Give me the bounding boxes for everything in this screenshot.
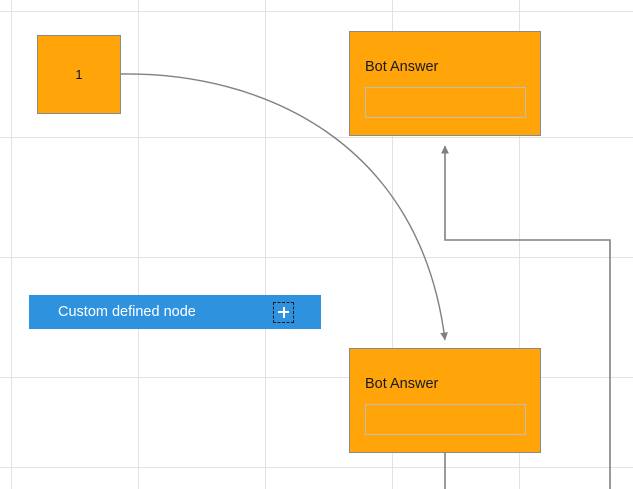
node-bot-answer-top[interactable]: Bot Answer bbox=[349, 31, 541, 136]
node-title: Bot Answer bbox=[365, 59, 439, 75]
node-slot-input[interactable] bbox=[365, 404, 526, 435]
node-slot-input[interactable] bbox=[365, 87, 526, 118]
node-start-label: 1 bbox=[75, 67, 83, 82]
plus-icon[interactable] bbox=[273, 301, 294, 323]
palette-item-label: Custom defined node bbox=[58, 303, 196, 320]
node-start[interactable]: 1 bbox=[37, 35, 121, 114]
palette-item-custom-node[interactable]: Custom defined node bbox=[29, 295, 321, 329]
node-title: Bot Answer bbox=[365, 376, 439, 392]
edge-start-to-bot-answer-bottom[interactable] bbox=[120, 73, 448, 341]
node-bot-answer-bottom[interactable]: Bot Answer bbox=[349, 348, 541, 453]
edge-bot-answer-bottom-to-bot-answer-top[interactable] bbox=[441, 145, 611, 470]
